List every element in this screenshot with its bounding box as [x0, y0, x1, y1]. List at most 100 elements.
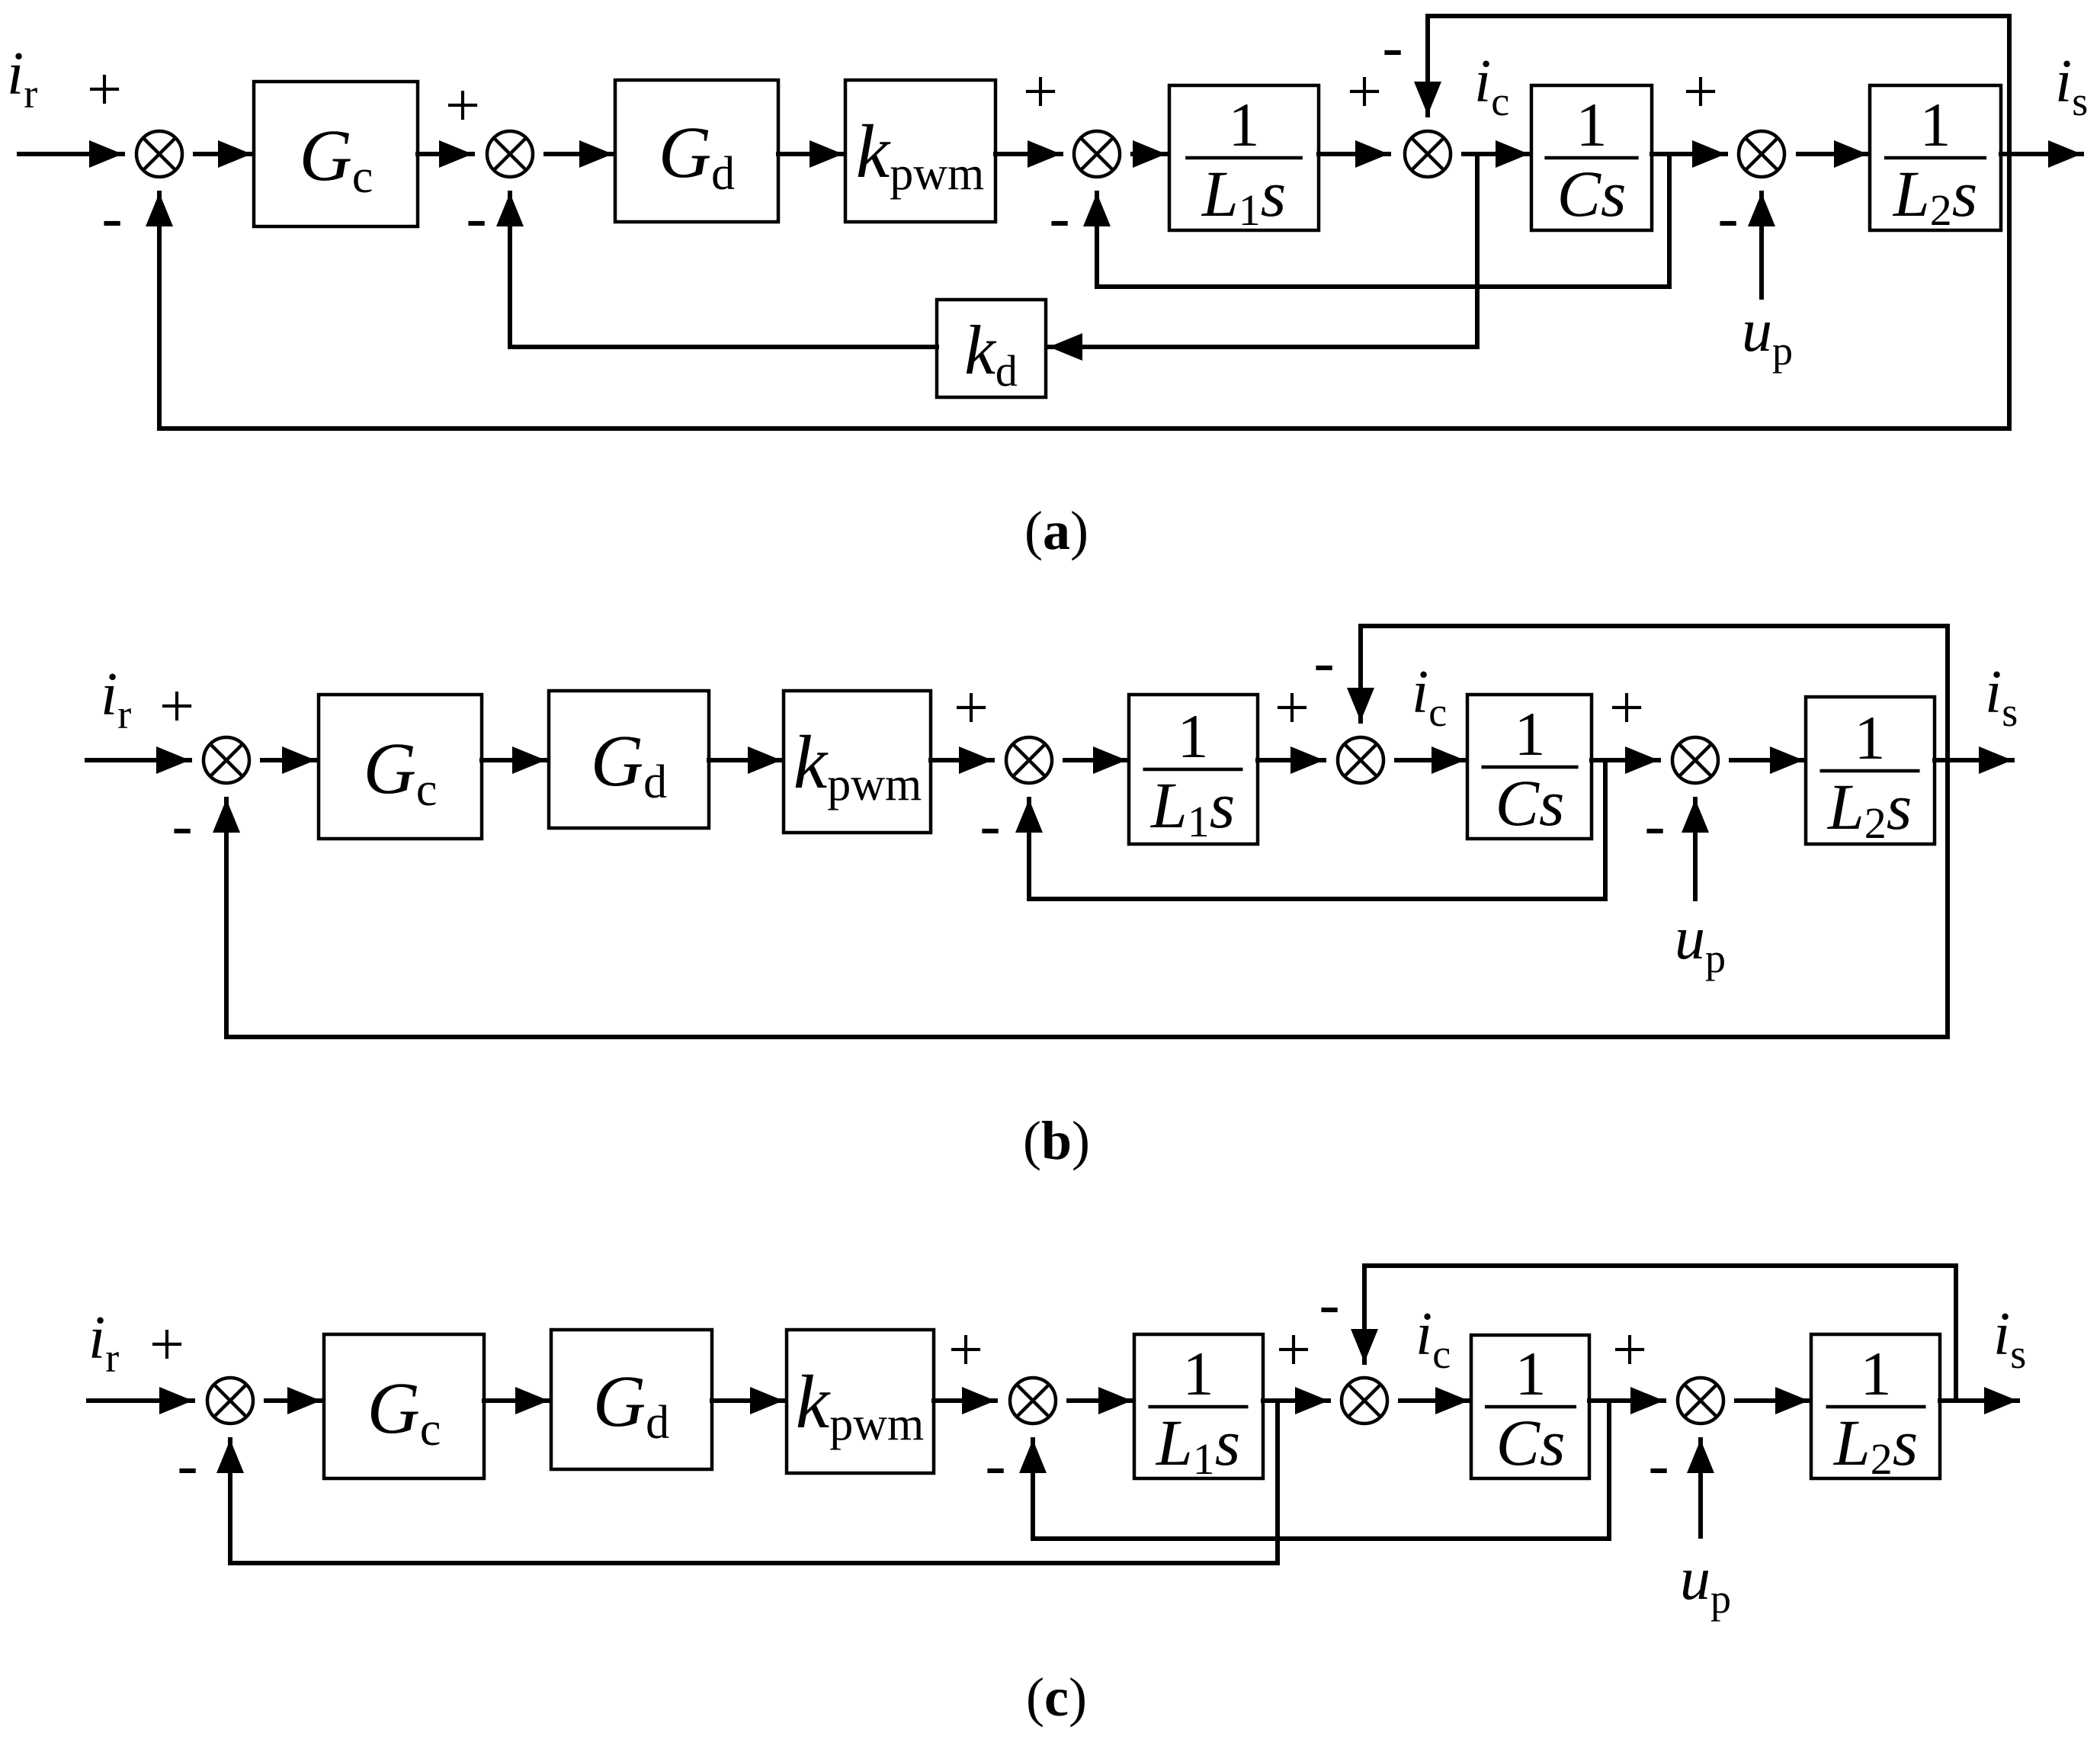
wire-arrowhead [1834, 140, 1868, 168]
block-l2s-numerator: 1 [1855, 703, 1886, 772]
wire-arrowhead [748, 746, 781, 774]
feedback-is-top [1358, 624, 1950, 762]
feedback-inverter-current-arrowhead [216, 1440, 244, 1473]
wire-arrowhead [579, 140, 613, 168]
wire-arrowhead [1133, 140, 1166, 168]
sign-minus: - [1644, 790, 1665, 859]
block-cs-numerator: 1 [1515, 1339, 1547, 1408]
feedback-capacitor-voltage-arrowhead [1083, 193, 1111, 226]
summing-junction-1 [134, 129, 184, 179]
block-kpwm-label: kpwm [796, 1359, 924, 1450]
wire-arrowhead [218, 140, 252, 168]
wire-ic-arrowhead [1496, 140, 1529, 168]
sign-plus: + [954, 672, 989, 742]
summing-junction-4 [1675, 1375, 1726, 1426]
sign-plus: + [149, 1309, 184, 1379]
block-gd-label: Gd [593, 1360, 669, 1449]
signal-ir: ir [7, 40, 37, 117]
block-l2s-numerator: 1 [1920, 90, 1951, 159]
wire-arrowhead [962, 1387, 995, 1414]
signal-ir: ir [101, 661, 131, 737]
sign-minus: - [1313, 627, 1334, 696]
wire-to-kd-arrowhead [1049, 333, 1082, 361]
feedback-capacitor-voltage-arrowhead [1019, 1440, 1047, 1473]
block-cs-numerator: 1 [1515, 699, 1546, 769]
summing-junction-cross [1683, 1383, 1718, 1418]
feedback-is-top-arrowhead [1414, 82, 1441, 115]
block-kpwm: kpwm [843, 78, 998, 224]
summing-junction-cross [213, 1383, 248, 1418]
block-l1s-denominator: L1s [1149, 769, 1235, 846]
block-gd: Gd [547, 689, 711, 830]
block-cs: 1Cs [1529, 83, 1654, 233]
signal-is: is [2055, 48, 2088, 124]
block-gc-box [252, 79, 420, 229]
wire-ic-arrowhead [1432, 746, 1465, 774]
block-kpwm-box [784, 1327, 936, 1475]
signal-ic: ic [1415, 1301, 1451, 1377]
summing-junction-cross [1347, 1383, 1382, 1418]
wire-up-input-arrowhead [1682, 799, 1709, 833]
wire-arrowhead [1355, 140, 1389, 168]
block-l1s-numerator: 1 [1229, 90, 1260, 159]
sign-minus: - [172, 790, 192, 859]
wire-arrowhead [810, 140, 843, 168]
block-kpwm-label: kpwm [794, 720, 922, 811]
block-kd-label: kd [964, 311, 1018, 396]
sign-minus: - [1717, 182, 1738, 252]
wire-arrowhead [1625, 746, 1659, 774]
wire-arrowhead [1098, 1387, 1132, 1414]
wire-ir-input-arrowhead [89, 140, 123, 168]
block-cs: 1Cs [1469, 1333, 1592, 1481]
summing-junction-4 [1403, 129, 1453, 179]
wire-up-input-arrowhead [1687, 1440, 1714, 1473]
caption-b: (b) [1023, 1110, 1090, 1171]
summing-junction-cross [1079, 136, 1114, 172]
summing-junction-4 [1670, 735, 1720, 785]
block-kpwm-box [843, 78, 998, 224]
wire-arrowhead [1093, 746, 1127, 774]
block-gc-box [322, 1332, 486, 1481]
caption-a: (a) [1024, 500, 1088, 561]
signal-up: up [1742, 297, 1793, 374]
summing-junction-cross [492, 136, 527, 172]
wire-arrowhead [512, 746, 546, 774]
block-cs-denominator: Cs [1496, 766, 1565, 839]
wire-arrowhead [287, 1387, 321, 1414]
block-gd: Gd [549, 1327, 714, 1472]
feedback-capacitor-voltage [1031, 1398, 1611, 1541]
block-l1s-denominator: L1s [1155, 1406, 1240, 1484]
wire-is-output-arrowhead [1984, 1387, 2018, 1414]
wire-arrowhead [1630, 1387, 1664, 1414]
block-kpwm-label: kpwm [856, 109, 984, 200]
block-gc-label: Gc [300, 114, 374, 203]
feedback-is-top-arrowhead [1347, 688, 1374, 721]
block-l1s-denominator: L1s [1201, 157, 1286, 235]
block-l2s-denominator: L2s [1892, 157, 1977, 235]
summing-junction-cross [209, 743, 244, 778]
block-gc-label: Gc [364, 727, 438, 816]
signal-ic: ic [1474, 48, 1509, 124]
sign-plus: + [1276, 1314, 1311, 1384]
sign-plus: + [159, 671, 194, 740]
signal-is: is [1985, 659, 2018, 735]
summing-junction-2 [485, 129, 535, 179]
feedback-is-outer [224, 758, 1950, 1039]
wire-arrowhead [515, 1387, 549, 1414]
signal-is: is [1993, 1301, 2026, 1377]
wire-to-kd [1047, 152, 1480, 349]
summing-junction-3 [1339, 1375, 1390, 1426]
sign-minus: - [979, 790, 1000, 859]
sign-minus: - [101, 182, 122, 252]
block-l2s-denominator: L2s [1826, 770, 1912, 848]
block-gc: Gc [316, 692, 484, 841]
sign-minus: - [1049, 182, 1069, 252]
feedback-is-outer [157, 152, 2012, 431]
summing-junction-5 [1736, 129, 1787, 179]
